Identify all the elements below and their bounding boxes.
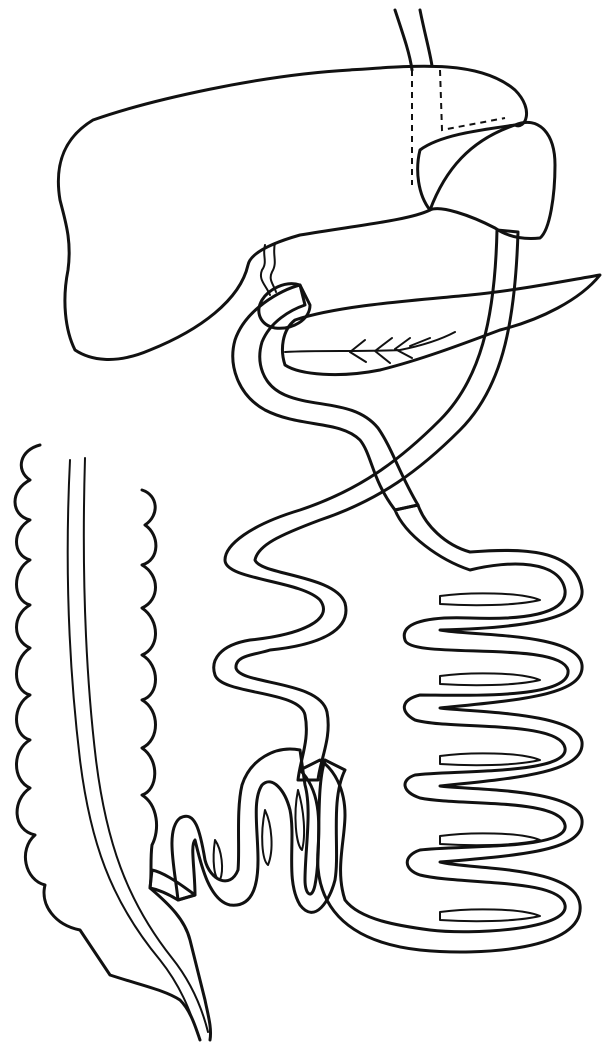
jejunum-coiled-loops <box>300 505 582 952</box>
esophagus <box>395 10 432 70</box>
pancreatic-duct <box>285 332 455 363</box>
colon <box>15 445 211 1040</box>
pancreas <box>282 275 600 375</box>
